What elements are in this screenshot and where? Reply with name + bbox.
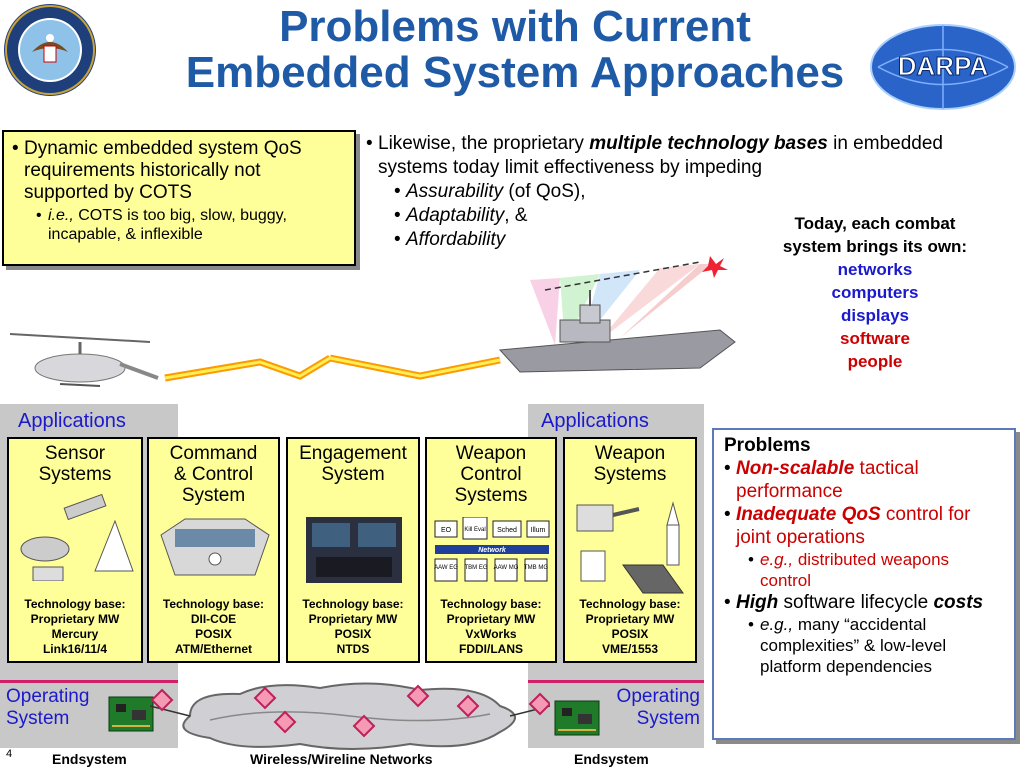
weapon-control-diagram: EO Kill Eval Sched Illum Network AAW EG … bbox=[434, 517, 550, 582]
helicopter-icon bbox=[9, 333, 159, 387]
intro-emphasis: multiple technology bases bbox=[589, 133, 828, 154]
page-title: Problems with Current Embedded System Ap… bbox=[100, 4, 930, 96]
item-computers: computers bbox=[831, 283, 919, 302]
cots-bullet-text: Dynamic embedded system QoS requirements… bbox=[24, 138, 302, 203]
sensor-equipment-icon bbox=[20, 493, 134, 581]
command-center-icon bbox=[160, 518, 270, 576]
left-applications-label: Applications bbox=[18, 410, 126, 432]
title-line-1: Problems with Current bbox=[279, 2, 751, 51]
title-line-2: Embedded System Approaches bbox=[185, 48, 845, 97]
problems-title: Problems bbox=[724, 435, 811, 456]
darpa-logo: DARPA bbox=[870, 24, 1016, 110]
item-networks: networks bbox=[837, 260, 913, 279]
proprietary-tech-bullets: • Likewise, the proprietary multiple tec… bbox=[366, 132, 1006, 252]
page-number: 4 bbox=[6, 748, 13, 760]
circuit-board-icon bbox=[108, 696, 154, 732]
cots-sub-prefix: i.e., bbox=[48, 207, 74, 224]
operators-console-icon bbox=[306, 517, 402, 583]
svg-text:DARPA: DARPA bbox=[898, 51, 989, 81]
problem-item: • Non-scalable tactical performance bbox=[724, 458, 919, 502]
item-people: people bbox=[847, 352, 903, 371]
today-line-1: Today, each combat bbox=[794, 214, 956, 233]
svg-text:TBM EG: TBM EG bbox=[464, 565, 487, 571]
impeding-item: •Adaptability, & bbox=[394, 205, 528, 226]
combat-system-list: Today, each combat system brings its own… bbox=[742, 212, 1008, 373]
svg-text:Kill Eval: Kill Eval bbox=[464, 527, 485, 533]
item-displays: displays bbox=[840, 306, 910, 325]
network-label: Wireless/Wireline Networks bbox=[250, 751, 433, 767]
intro-rest: in embedded systems today limit effectiv… bbox=[378, 133, 943, 178]
right-endsystem-label: Endsystem bbox=[574, 751, 649, 767]
svg-text:AAW EG: AAW EG bbox=[434, 565, 458, 571]
problem-sub-item: • e.g., distributed weapons control bbox=[748, 550, 950, 590]
svg-text:Network: Network bbox=[478, 547, 507, 554]
cots-sub-text: COTS is too big, slow, buggy, incapable,… bbox=[48, 207, 287, 243]
svg-text:AAW MG: AAW MG bbox=[494, 565, 519, 571]
problems-box: Problems • Non-scalable tactical perform… bbox=[712, 428, 1016, 740]
right-os-divider bbox=[528, 680, 704, 683]
impeding-item: •Assurability (of QoS), bbox=[394, 181, 586, 202]
left-endsystem-label: Endsystem bbox=[52, 751, 127, 767]
battlefield-illustration bbox=[9, 256, 736, 387]
warship-icon bbox=[498, 290, 736, 373]
right-applications-label: Applications bbox=[541, 410, 649, 432]
problem-item: • Inadequate QoS control for joint opera… bbox=[724, 504, 971, 548]
svg-text:TMB MG: TMB MG bbox=[524, 565, 548, 571]
radar-beams-icon bbox=[530, 256, 728, 345]
impeding-item: •Affordability bbox=[394, 229, 506, 250]
problem-sub-item: • e.g., many “accidental complexities” &… bbox=[748, 615, 947, 676]
weapon-launcher-icon bbox=[576, 501, 684, 594]
dod-seal-logo bbox=[4, 4, 96, 96]
problem-item: • High software lifecycle costs bbox=[724, 592, 984, 613]
left-os-divider bbox=[0, 680, 178, 683]
circuit-board-icon bbox=[554, 700, 600, 736]
today-line-2: system brings its own: bbox=[782, 237, 968, 256]
svg-text:Sched: Sched bbox=[497, 527, 517, 534]
cots-problem-box: •Dynamic embedded system QoS requirement… bbox=[2, 130, 356, 266]
svg-text:EO: EO bbox=[441, 527, 452, 534]
item-software: software bbox=[840, 329, 910, 348]
intro-text: Likewise, the proprietary bbox=[378, 133, 584, 154]
svg-text:Illum: Illum bbox=[531, 527, 546, 534]
network-cloud-icon bbox=[150, 682, 550, 750]
